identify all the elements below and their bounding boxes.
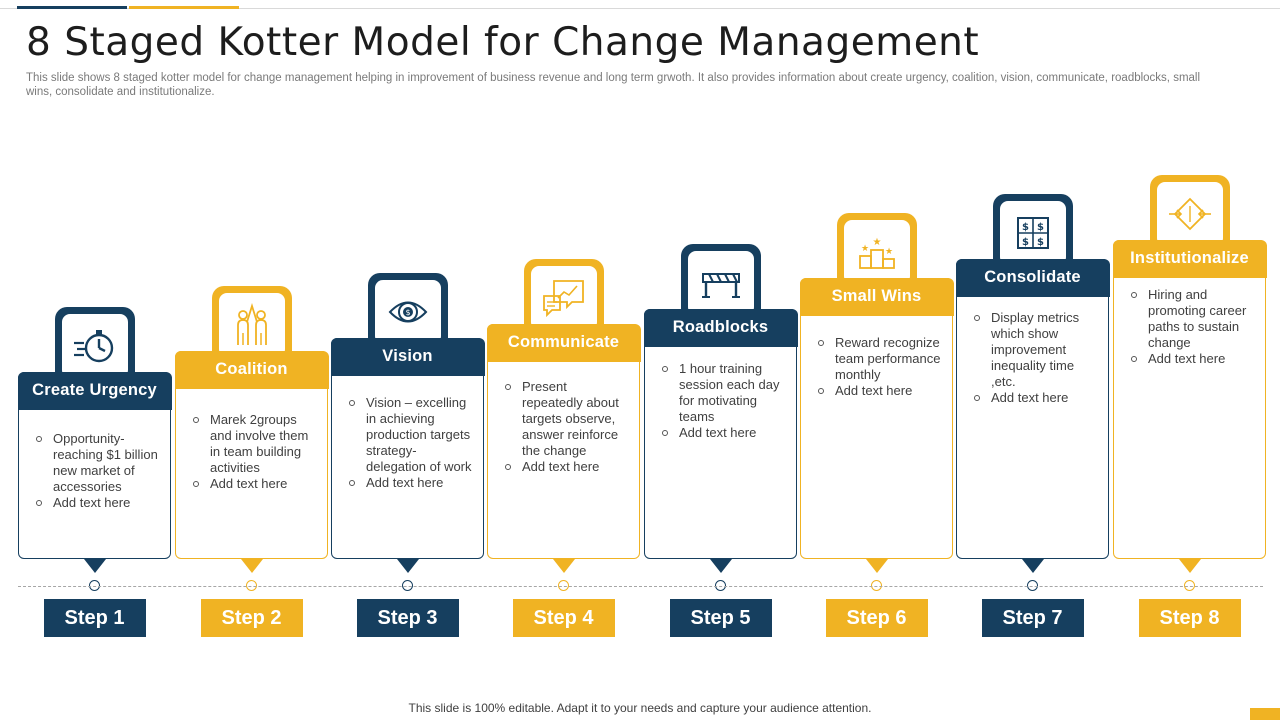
- stage-bullet: Add text here: [1128, 351, 1257, 367]
- footer-note: This slide is 100% editable. Adapt it to…: [408, 701, 872, 715]
- timeline-dot: [245, 580, 257, 591]
- top-accent-navy: [17, 6, 127, 9]
- stage-heading: Coalition: [174, 350, 329, 389]
- timeline-dot: [88, 580, 100, 591]
- timeline-dot: [1026, 580, 1038, 591]
- stage-bullet: Add text here: [971, 390, 1100, 406]
- stage-bullet-list: Hiring and promoting career paths to sus…: [1128, 287, 1257, 367]
- stage-heading: Small Wins: [799, 277, 954, 316]
- stage-pointer: [1178, 559, 1201, 573]
- step-label-3: Step 3: [356, 599, 459, 637]
- stage-bullet-list: Opportunity- reaching $1 billion new mar…: [33, 431, 162, 511]
- stage-bullet-list: Present repeatedly about targets observe…: [502, 379, 631, 475]
- stage-pointer: [865, 559, 888, 573]
- stage-pointer: [83, 559, 106, 573]
- podium-stars-icon: ★★★: [844, 220, 910, 284]
- stage-pointer: [240, 559, 263, 573]
- stage-heading: Communicate: [486, 323, 641, 362]
- stage-heading: Consolidate: [955, 258, 1110, 297]
- stage-bullet: 1 hour training session each day for mot…: [659, 361, 788, 425]
- svg-text:★: ★: [861, 244, 869, 254]
- stage-card-5: Roadblocks 1 hour training session each d…: [643, 244, 798, 559]
- timeline-dot: [401, 580, 413, 591]
- chat-chart-icon: [531, 266, 597, 330]
- svg-text:★: ★: [885, 247, 893, 257]
- stage-icon-tab: [1150, 175, 1230, 246]
- stage-pointer: [1021, 559, 1044, 573]
- svg-text:★: ★: [873, 237, 882, 248]
- stage-bullet-list: Marek 2groups and involve them in team b…: [190, 412, 319, 492]
- stage-bullet-list: Display metrics which show improvement i…: [971, 310, 1100, 406]
- stage-bullet-list: 1 hour training session each day for mot…: [659, 361, 788, 441]
- stage-bullet: Add text here: [33, 495, 162, 511]
- step-label-4: Step 4: [512, 599, 615, 637]
- stage-icon-tab: [55, 307, 135, 378]
- stage-bullet: Reward recognize team performance monthl…: [815, 335, 944, 383]
- timeline-dot: [1183, 580, 1195, 591]
- top-accent-gold: [129, 6, 239, 9]
- svg-text:$: $: [1037, 222, 1044, 233]
- top-divider: [0, 8, 1280, 9]
- stage-icon-tab: [681, 244, 761, 315]
- stage-heading: Create Urgency: [17, 371, 172, 410]
- stopwatch-icon: [62, 314, 128, 378]
- step-label-7: Step 7: [981, 599, 1084, 637]
- timeline-dot: [870, 580, 882, 591]
- stage-bullet: Present repeatedly about targets observe…: [502, 379, 631, 459]
- stage-bullet: Display metrics which show improvement i…: [971, 310, 1100, 390]
- step-label-1: Step 1: [43, 599, 146, 637]
- stage-bullet: Hiring and promoting career paths to sus…: [1128, 287, 1257, 351]
- page-title: 8 Staged Kotter Model for Change Managem…: [26, 20, 980, 65]
- barrier-icon: [688, 251, 754, 315]
- timeline-dot: [557, 580, 569, 591]
- stage-heading: Institutionalize: [1112, 239, 1267, 278]
- stage-bullet-list: Reward recognize team performance monthl…: [815, 335, 944, 399]
- stage-icon-tab: [524, 259, 604, 330]
- stage-bullet: Add text here: [346, 475, 475, 491]
- stage-pointer: [552, 559, 575, 573]
- corner-accent: [1250, 708, 1280, 720]
- stage-icon-tab: ★★★: [837, 213, 917, 284]
- stage-icon-tab: $ $ $ $: [993, 194, 1073, 265]
- stage-pointer: [396, 559, 419, 573]
- step-label-8: Step 8: [1138, 599, 1241, 637]
- stage-icon-tab: [212, 286, 292, 357]
- stage-bullet: Opportunity- reaching $1 billion new mar…: [33, 431, 162, 495]
- stage-icon-tab: $: [368, 273, 448, 344]
- step-label-6: Step 6: [825, 599, 928, 637]
- eye-dollar-icon: $: [375, 280, 441, 344]
- svg-text:$: $: [1022, 237, 1029, 248]
- step-label-5: Step 5: [669, 599, 772, 637]
- stage-bullet: Add text here: [502, 459, 631, 475]
- page-subtitle: This slide shows 8 staged kotter model f…: [26, 72, 1201, 98]
- stage-heading: Vision: [330, 337, 485, 376]
- people-high-five-icon: [219, 293, 285, 357]
- stage-pointer: [709, 559, 732, 573]
- svg-text:$: $: [405, 308, 410, 317]
- stage-bullet: Add text here: [190, 476, 319, 492]
- diamond-arrows-icon: [1157, 182, 1223, 246]
- stage-bullet: Vision – excelling in achieving producti…: [346, 395, 475, 475]
- stage-bullet-list: Vision – excelling in achieving producti…: [346, 395, 475, 491]
- stage-bullet: Marek 2groups and involve them in team b…: [190, 412, 319, 476]
- stage-bullet: Add text here: [815, 383, 944, 399]
- dollar-puzzle-icon: $ $ $ $: [1000, 201, 1066, 265]
- timeline-line: [18, 586, 1263, 587]
- svg-text:$: $: [1037, 237, 1044, 248]
- timeline-dot: [714, 580, 726, 591]
- step-label-2: Step 2: [200, 599, 303, 637]
- stage-bullet: Add text here: [659, 425, 788, 441]
- stage-heading: Roadblocks: [643, 308, 798, 347]
- svg-text:$: $: [1022, 222, 1029, 233]
